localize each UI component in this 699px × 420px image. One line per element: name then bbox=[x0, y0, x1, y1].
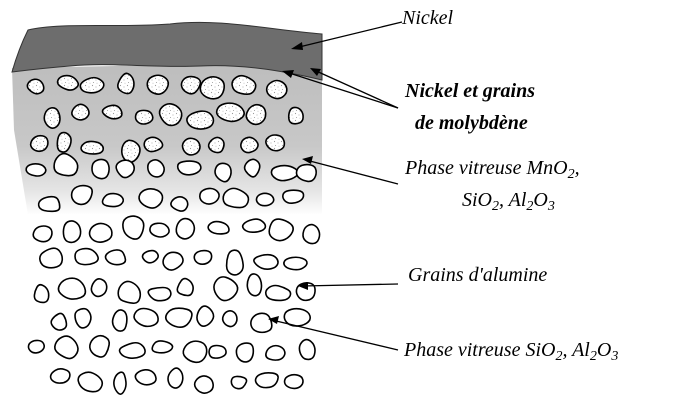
alumina-grain bbox=[168, 368, 183, 388]
molybdenum-grain bbox=[72, 104, 89, 120]
alumina-grain bbox=[236, 343, 253, 362]
alumina-grain bbox=[163, 252, 183, 270]
molybdenum-grain bbox=[81, 141, 103, 153]
alumina-grain bbox=[227, 250, 244, 275]
alumina-grain bbox=[296, 165, 316, 182]
alumina-grain bbox=[118, 281, 140, 303]
molybdenum-grain bbox=[267, 80, 287, 98]
alumina-grain bbox=[143, 251, 159, 263]
alumina-grain bbox=[51, 369, 70, 383]
label-nickel-grains: Nickel et grains bbox=[404, 80, 535, 102]
alumina-grain bbox=[200, 188, 219, 204]
label-phase-sio2-al2o3-line2: SiO2, Al2O3 bbox=[462, 189, 555, 214]
alumina-grain bbox=[266, 286, 291, 301]
alumina-grain bbox=[123, 216, 144, 239]
alumina-grain bbox=[208, 222, 229, 234]
alumina-grain bbox=[148, 160, 164, 177]
alumina-grain bbox=[72, 186, 93, 205]
arrow-nickel-grains-2 bbox=[314, 70, 398, 108]
alumina-grain bbox=[283, 190, 304, 203]
label-phase-mno2: Phase vitreuse MnO2, bbox=[404, 157, 580, 182]
alumina-grain bbox=[214, 277, 238, 301]
alumina-grain bbox=[120, 343, 146, 358]
alumina-grain bbox=[102, 194, 123, 207]
alumina-grain bbox=[114, 372, 126, 394]
alumina-grain bbox=[209, 346, 226, 359]
molybdenum-grain bbox=[144, 137, 162, 151]
molybdenum-grain bbox=[200, 77, 224, 99]
alumina-grain bbox=[75, 249, 98, 265]
alumina-grain bbox=[177, 279, 193, 296]
alumina-grain bbox=[75, 309, 91, 328]
alumina-grain bbox=[26, 164, 46, 176]
alumina-grain bbox=[152, 341, 172, 353]
molybdenum-grain bbox=[136, 110, 153, 124]
alumina-grain bbox=[231, 376, 246, 388]
alumina-grain bbox=[243, 219, 266, 232]
alumina-grain bbox=[63, 221, 80, 242]
alumina-grain bbox=[183, 341, 206, 362]
molybdenum-grain bbox=[217, 103, 244, 121]
alumina-grain bbox=[251, 313, 272, 332]
alumina-grain bbox=[223, 311, 237, 327]
alumina-grain bbox=[266, 346, 285, 360]
alumina-grain bbox=[148, 288, 171, 301]
alumina-grain bbox=[166, 308, 192, 327]
molybdenum-grain bbox=[182, 138, 200, 155]
alumina-grain bbox=[150, 223, 169, 237]
molybdenum-grain bbox=[147, 75, 168, 94]
alumina-grain bbox=[285, 375, 303, 389]
alumina-grain bbox=[254, 255, 278, 269]
alumina-grain bbox=[135, 370, 156, 385]
alumina-grain bbox=[33, 226, 52, 242]
alumina-grain bbox=[40, 248, 62, 268]
label-phase-sio2-al2o3: Phase vitreuse SiO2, Al2O3 bbox=[403, 339, 618, 364]
label-grains-alumine: Grains d'alumine bbox=[408, 264, 547, 286]
alumina-grain bbox=[91, 279, 106, 297]
molybdenum-grain bbox=[44, 108, 60, 128]
alumina-grain bbox=[176, 219, 194, 239]
alumina-grain bbox=[28, 340, 44, 352]
alumina-grain bbox=[51, 313, 66, 330]
alumina-grain bbox=[90, 223, 112, 242]
alumina-grain bbox=[269, 219, 293, 241]
alumina-grain bbox=[197, 306, 214, 326]
alumina-grain bbox=[90, 336, 109, 357]
alumina-grain bbox=[34, 285, 48, 303]
arrow-alumina bbox=[302, 284, 398, 286]
molybdenum-grain bbox=[241, 137, 258, 152]
alumina-grain bbox=[78, 372, 102, 391]
alumina-grain bbox=[247, 274, 261, 296]
molybdenum-grain bbox=[266, 135, 285, 151]
alumina-grain bbox=[113, 310, 127, 331]
alumina-grain bbox=[299, 340, 315, 360]
molybdenum-grain bbox=[57, 133, 71, 152]
alumina-grain bbox=[134, 308, 158, 326]
alumina-grain bbox=[303, 225, 320, 244]
alumina-grain bbox=[195, 376, 214, 393]
molybdenum-grain bbox=[31, 136, 48, 152]
label-molybdenum: de molybdène bbox=[415, 112, 528, 134]
alumina-grain bbox=[105, 250, 125, 265]
alumina-grain bbox=[256, 193, 273, 205]
alumina-grain bbox=[58, 278, 85, 299]
alumina-grain bbox=[256, 373, 279, 388]
molybdenum-grain bbox=[209, 137, 224, 152]
alumina-grain bbox=[55, 336, 78, 358]
alumina-grain bbox=[271, 166, 298, 181]
arrow-phase-sio2 bbox=[272, 320, 398, 350]
alumina-grain bbox=[194, 251, 211, 265]
alumina-grain bbox=[39, 197, 60, 212]
molybdenum-grain bbox=[289, 107, 303, 123]
alumina-grain bbox=[92, 159, 109, 178]
molybdenum-grain bbox=[187, 111, 214, 129]
molybdenum-grain bbox=[246, 105, 265, 125]
label-nickel: Nickel bbox=[401, 7, 454, 29]
alumina-grain bbox=[178, 161, 201, 175]
alumina-grain bbox=[284, 257, 307, 269]
